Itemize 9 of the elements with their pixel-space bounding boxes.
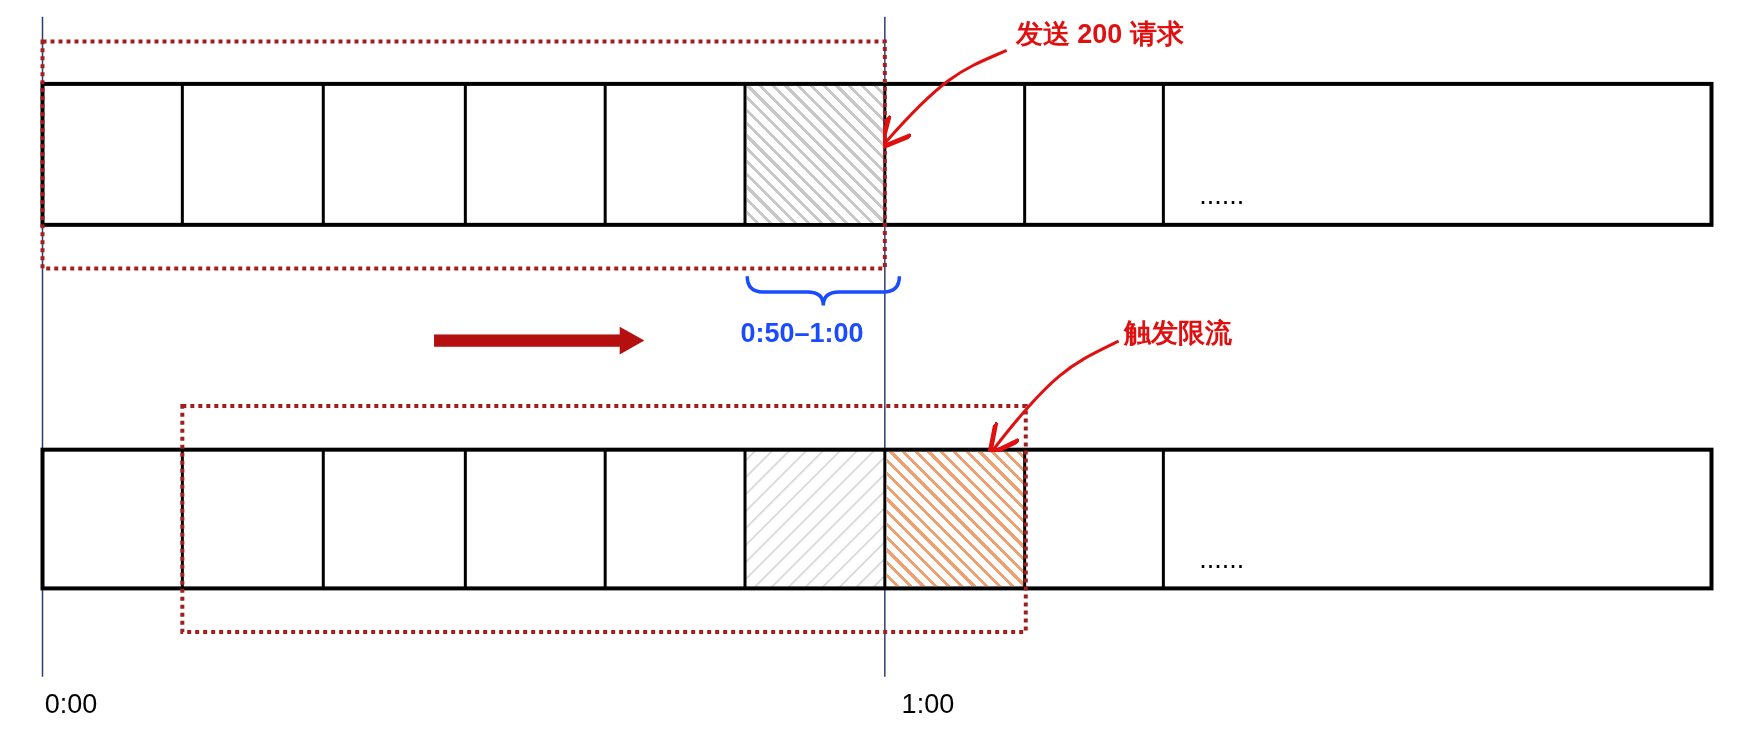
time-label: 0:00 <box>44 687 98 720</box>
ellipsis-text: ...... <box>1199 542 1245 575</box>
hatched-cell <box>747 85 883 223</box>
hatched-cell <box>886 451 1023 587</box>
time-range-label: 0:50–1:00 <box>740 316 864 349</box>
callout-text: 触发限流 <box>1124 316 1233 349</box>
callout-text: 发送 200 请求 <box>1015 17 1184 50</box>
ellipsis-text: ...... <box>1199 178 1245 211</box>
time-label: 1:00 <box>901 687 955 720</box>
